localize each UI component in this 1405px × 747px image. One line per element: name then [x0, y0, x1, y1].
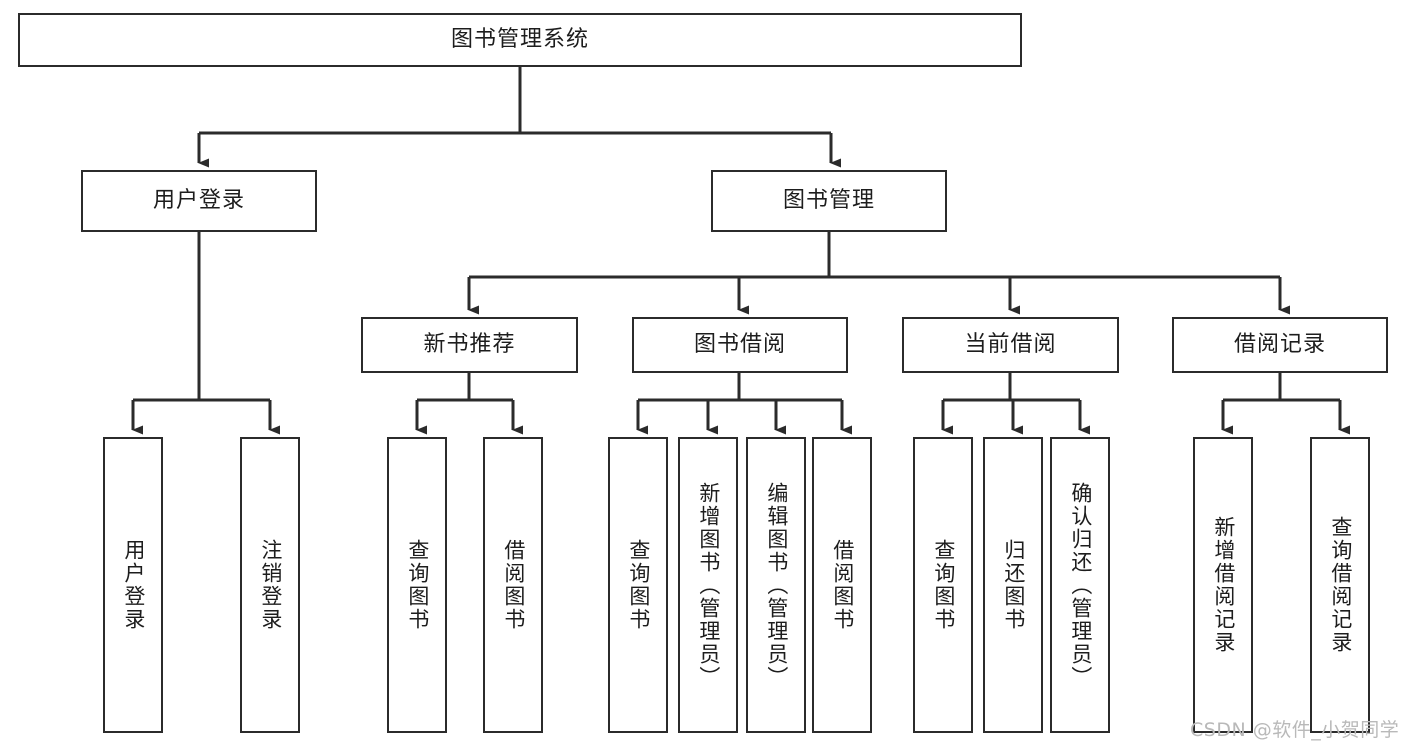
leaf-borrow-borrow-book[interactable]: 借阅图书: [812, 437, 872, 733]
node-current-borrow[interactable]: 当前借阅: [902, 317, 1119, 373]
node-label: 查询借阅记录: [1328, 516, 1353, 654]
node-label: 查询图书: [931, 539, 956, 631]
node-label: 新书推荐: [423, 332, 516, 358]
node-label: 确认归还（管理员）: [1068, 481, 1093, 689]
node-label: 新增图书（管理员）: [696, 481, 721, 689]
leaf-record-query-record[interactable]: 查询借阅记录: [1310, 437, 1370, 733]
node-label: 图书管理系统: [450, 27, 589, 53]
leaf-record-add-record[interactable]: 新增借阅记录: [1193, 437, 1253, 733]
node-label: 查询图书: [405, 539, 430, 631]
leaf-current-confirm-return[interactable]: 确认归还（管理员）: [1050, 437, 1110, 733]
node-new-book-recommend[interactable]: 新书推荐: [361, 317, 578, 373]
node-book-borrow[interactable]: 图书借阅: [632, 317, 848, 373]
node-label: 图书管理: [782, 188, 875, 214]
node-label: 借阅图书: [830, 539, 855, 631]
node-label: 用户登录: [152, 188, 245, 214]
node-root-system[interactable]: 图书管理系统: [18, 13, 1022, 67]
node-borrow-record[interactable]: 借阅记录: [1172, 317, 1388, 373]
node-label: 图书借阅: [693, 332, 786, 358]
leaf-user-login-login[interactable]: 用户登录: [103, 437, 163, 733]
leaf-current-return-book[interactable]: 归还图书: [983, 437, 1043, 733]
node-label: 编辑图书（管理员）: [764, 481, 789, 689]
leaf-user-login-logout[interactable]: 注销登录: [240, 437, 300, 733]
node-label: 借阅记录: [1233, 332, 1326, 358]
node-label: 借阅图书: [501, 539, 526, 631]
node-book-management[interactable]: 图书管理: [711, 170, 947, 232]
leaf-recommend-query-book[interactable]: 查询图书: [387, 437, 447, 733]
node-label: 查询图书: [626, 539, 651, 631]
node-label: 归还图书: [1001, 539, 1026, 631]
node-label: 注销登录: [258, 539, 283, 631]
node-label: 当前借阅: [964, 332, 1057, 358]
leaf-borrow-query-book[interactable]: 查询图书: [608, 437, 668, 733]
csdn-watermark: CSDN @软件_小贺同学: [1190, 719, 1400, 741]
node-label: 用户登录: [121, 539, 146, 631]
node-user-login[interactable]: 用户登录: [81, 170, 317, 232]
leaf-current-query-book[interactable]: 查询图书: [913, 437, 973, 733]
node-label: 新增借阅记录: [1211, 516, 1236, 654]
leaf-borrow-edit-book[interactable]: 编辑图书（管理员）: [746, 437, 806, 733]
leaf-borrow-add-book[interactable]: 新增图书（管理员）: [678, 437, 738, 733]
leaf-recommend-borrow-book[interactable]: 借阅图书: [483, 437, 543, 733]
